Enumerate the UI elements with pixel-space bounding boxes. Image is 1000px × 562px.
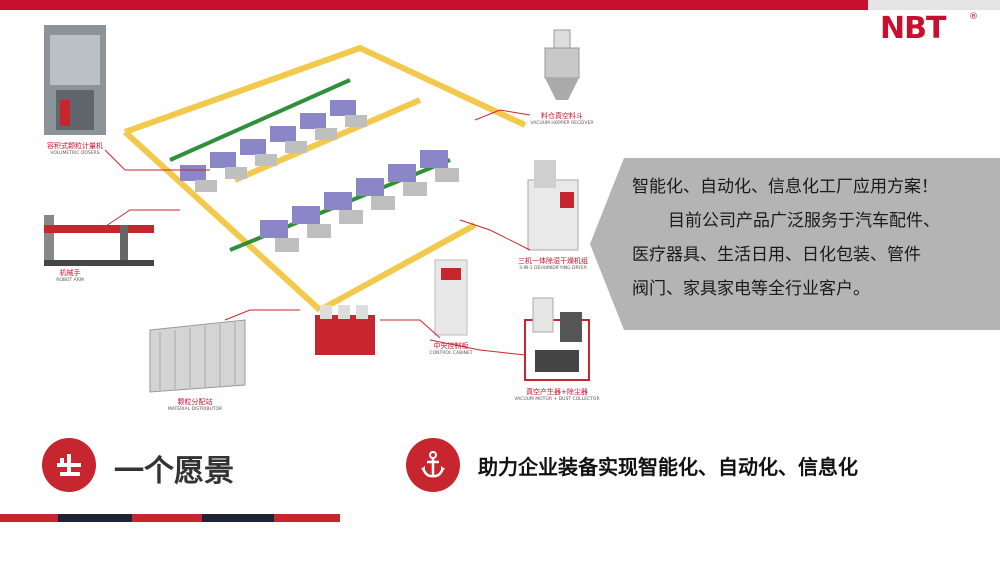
leader-lines (99, 109, 531, 356)
info-callout-text: 智能化、自动化、信息化工厂应用方案！ 目前公司产品广泛服务于汽车配件、 医疗器具… (632, 170, 1000, 306)
machine-row-2 (260, 150, 459, 252)
diagram-label-en: VACUUM HOPPER RECEIVER (531, 120, 594, 126)
diagram-label-en: VOLUMETRIC DOSERS (50, 150, 99, 156)
diagram-label-cn: 中央控制柜 (434, 341, 469, 350)
callout-line: 阀门、家具家电等全行业客户。 (632, 279, 870, 299)
bottom-stripe-segment (58, 514, 132, 522)
material-distributor-illustration (149, 319, 246, 393)
top-accent-bar (0, 0, 868, 10)
dehumidifying-dryer-illustration (527, 160, 579, 251)
anchor-icon (406, 438, 460, 492)
mission-text: 助力企业装备实现智能化、自动化、信息化 (478, 455, 858, 479)
diagram-label-cn: 机械手 (60, 268, 81, 277)
control-cabinet-illustration (434, 259, 468, 336)
diagram-label-cn: 三机一体除湿干燥机组 (518, 256, 588, 265)
diagram-label-en: ROBOT ARM (56, 277, 84, 283)
top-accent-bar-gray (868, 0, 1000, 10)
diagram-label-cn: 真空产生器+除尘器 (526, 387, 588, 396)
diagram-label-en: CONTROL CABINET (430, 350, 473, 356)
machine-row-1 (180, 100, 367, 192)
callout-line: 医疗器具、生活日用、日化包装、管件 (632, 245, 921, 265)
vision-icon (42, 438, 96, 492)
bottom-stripe-segment (274, 514, 340, 522)
robot-arm-illustration (44, 215, 154, 266)
diagram-label-cn: 容积式颗粒计量机 (47, 141, 103, 150)
bottom-stripe-segment (202, 514, 274, 522)
factory-layout-diagram: 容积式颗粒计量机 VOLUMETRIC DOSERS 机械手 ROBOT ARM… (44, 25, 600, 412)
callout-line: 目前公司产品广泛服务于汽车配件、 (668, 211, 940, 231)
diagram-label-cn: 颗粒分配站 (178, 397, 213, 406)
diagram-label-en: MATERIAL DISTRIBUTOR (168, 406, 222, 412)
bottom-stripe-segment (0, 514, 58, 522)
bottom-stripe-segment (132, 514, 202, 522)
info-callout-bg (590, 158, 1000, 330)
vision-title: 一个愿景 (114, 454, 234, 489)
logo-text: NBT (880, 11, 946, 46)
diagram-label-en: VACUUM MOTOR + DUST COLLECTOR (514, 396, 599, 402)
dryer-cluster (315, 305, 375, 355)
diagram-label-en: 3-IN-1 DEHUMIDIFYING DRYER (519, 265, 587, 271)
hopper-receiver-illustration (544, 29, 580, 100)
vacuum-motor-illustration (524, 297, 590, 381)
diagram-label-cn: 料仓真空料斗 (541, 111, 583, 120)
callout-line: 智能化、自动化、信息化工厂应用方案！ (632, 177, 938, 197)
registered-mark: ® (969, 12, 978, 22)
brand-logo: NBT ® (880, 12, 980, 46)
